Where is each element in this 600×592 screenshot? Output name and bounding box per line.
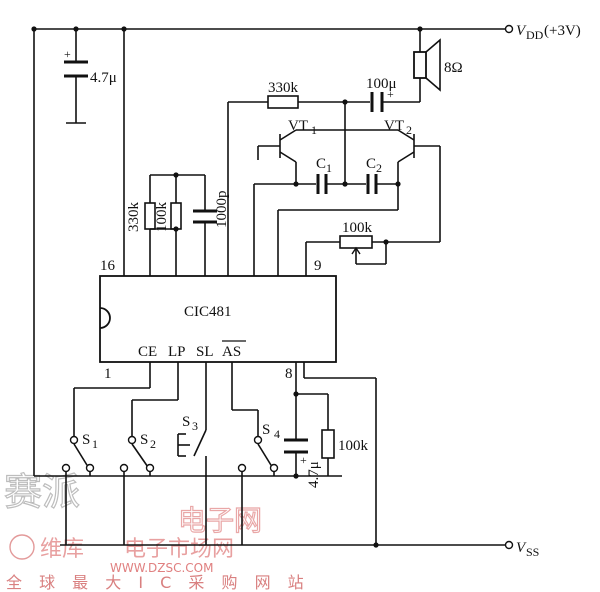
svg-text:1: 1 <box>311 123 317 137</box>
ic-pin-as: AS <box>222 344 241 360</box>
r-feedback-label: 330k <box>268 80 299 96</box>
c-pin8-label: 4.7μ <box>306 461 322 488</box>
svg-text:1: 1 <box>92 437 98 451</box>
vss-rail: V SS <box>60 540 539 559</box>
s1-label: S <box>82 432 90 448</box>
r-pin8-label: 100k <box>338 438 369 454</box>
ic-name: CIC481 <box>184 304 232 320</box>
vss-sub: SS <box>526 545 539 559</box>
vt1-label: VT <box>288 118 308 134</box>
control-switches: S 1 S 2 S 3 S 4 <box>61 362 379 548</box>
transistor-vt2: VT 2 <box>345 118 441 242</box>
speaker-icon <box>413 51 427 79</box>
svg-text:2: 2 <box>376 161 382 175</box>
ic-pin-1: 1 <box>104 366 112 382</box>
ic-pin-sl: SL <box>196 344 214 360</box>
vdd-rail: V DD (+3V) <box>34 23 581 42</box>
ic-pin-9: 9 <box>314 258 322 274</box>
c2-label: C <box>366 156 376 172</box>
s2-label: S <box>140 432 148 448</box>
watermark-brand: 维库 <box>40 537 84 562</box>
svg-text:1: 1 <box>326 161 332 175</box>
ic-pin-lp: LP <box>168 344 186 360</box>
watermark-market: 电子市场网 <box>124 537 234 562</box>
svg-text:2: 2 <box>406 123 412 137</box>
vt2-label: VT <box>384 118 404 134</box>
svg-text:+: + <box>300 453 307 467</box>
vdd-sub: DD <box>526 28 544 42</box>
r-osc2-label: 100k <box>154 202 170 233</box>
r-volume-label: 100k <box>342 220 373 236</box>
ic-cic481: CIC481 CE LP SL AS 16 9 1 8 <box>99 258 337 382</box>
transistor-vt1: VT 1 <box>257 118 345 184</box>
vss-label: V <box>516 540 527 556</box>
svg-text:+: + <box>387 87 394 101</box>
svg-text:3: 3 <box>192 419 198 433</box>
ic-pin-ce: CE <box>138 344 157 360</box>
c-coupling-label: 100μ <box>366 76 397 92</box>
watermark-site: 电子网 <box>178 504 262 537</box>
c1-label: C <box>316 156 326 172</box>
s4-label: S <box>262 422 270 438</box>
oscillator-network: 330k 100k 1000p <box>126 172 230 276</box>
svg-text:2: 2 <box>150 437 156 451</box>
watermark-url: WWW.DZSC.COM <box>110 561 213 575</box>
output-stage: 330k 100μ + 8Ω VT 1 <box>227 26 463 276</box>
svg-text:+: + <box>64 47 71 61</box>
c-supply-label: 4.7μ <box>90 70 117 86</box>
speaker-label: 8Ω <box>444 60 463 76</box>
watermark-slogan: 全 球 最 大 I C 采 购 网 站 <box>6 573 310 592</box>
ic-pin-16: 16 <box>100 258 116 274</box>
vdd-value: (+3V) <box>544 23 581 39</box>
watermark-logo-icon <box>9 534 35 560</box>
svg-text:4: 4 <box>274 427 280 441</box>
s3-label: S <box>182 414 190 430</box>
capacitor-supply: + 4.7μ <box>64 26 117 124</box>
watermark: 赛派 电子网 维库 电子市场网 WWW.DZSC.COM 全 球 最 大 I C… <box>3 469 310 592</box>
vdd-label: V <box>516 23 527 39</box>
c-osc-label: 1000p <box>214 191 230 229</box>
r-osc1-label: 330k <box>126 202 142 233</box>
watermark-title: 赛派 <box>4 470 80 514</box>
ic-pin-8: 8 <box>285 366 293 382</box>
